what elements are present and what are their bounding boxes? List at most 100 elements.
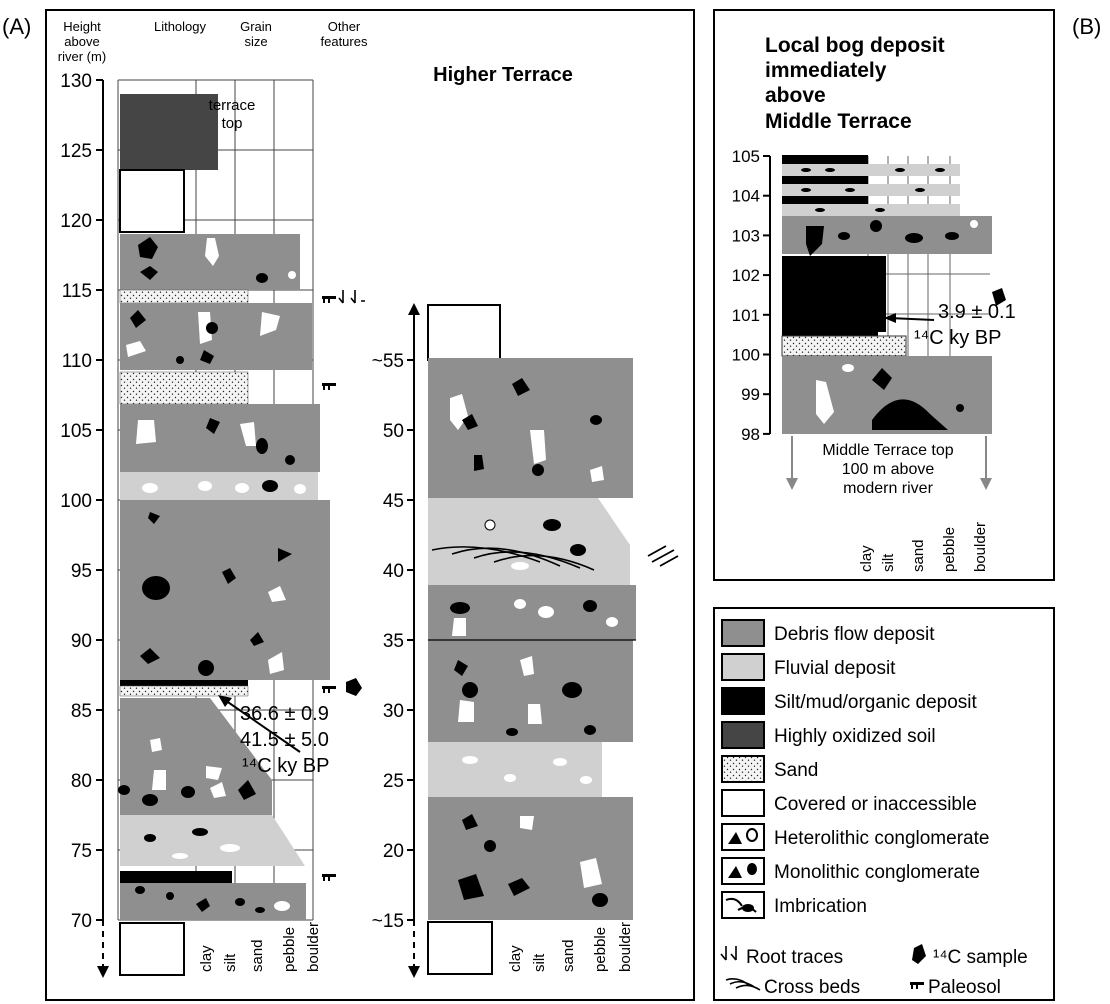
layer-sand-3 xyxy=(119,685,249,697)
layer-silt-2 xyxy=(120,871,232,883)
left-tick-label: 95 xyxy=(71,561,92,582)
panel-b-note-3: modern river xyxy=(843,480,933,497)
left-tick-label: 120 xyxy=(60,211,92,232)
layer-silt-1 xyxy=(120,680,248,686)
grain-label-pebble: pebble xyxy=(281,927,298,972)
left-clasts xyxy=(118,237,306,913)
layer-covered-top xyxy=(119,169,185,233)
panel-b-note-2: 100 m above xyxy=(842,461,935,478)
heterolithic-clast-icon xyxy=(728,832,742,844)
left-tick-label: 115 xyxy=(62,281,92,302)
right-tick-label: 30 xyxy=(383,701,404,722)
grain-label-clay: clay xyxy=(198,945,215,972)
right-tick-label: 50 xyxy=(383,421,404,442)
right-clasts xyxy=(450,378,618,907)
panel-b-clasts xyxy=(801,168,978,430)
right-tick-label: 20 xyxy=(383,841,404,862)
legend-label: Highly oxidized soil xyxy=(774,726,936,747)
legend-swatch-imbrication-icon xyxy=(721,891,765,919)
legend-item-sand: Sand xyxy=(721,755,818,783)
panel-b-title-1: Local bog deposit xyxy=(765,34,945,57)
panel-b-title-3: above xyxy=(765,84,826,107)
right-layer-fluvial-1 xyxy=(428,498,630,585)
header-lithology: Lithology xyxy=(154,19,207,34)
grain-label-sand: sand xyxy=(249,939,266,972)
left-axis-arrow-icon xyxy=(97,966,109,978)
terrace-top-label-2: top xyxy=(222,115,243,132)
c14-sample-icon-86 xyxy=(346,678,362,696)
left-tick-label: 100 xyxy=(60,491,92,512)
panel-a-frame xyxy=(45,9,695,1001)
right-layer-debris-3 xyxy=(428,640,633,742)
legend-symbols: Root traces ¹⁴C sample Cross beds Paleos… xyxy=(720,944,1028,998)
date-arrow-b-head-icon xyxy=(884,313,896,323)
legend-swatch-silt xyxy=(721,687,765,715)
legend-swatch-debris xyxy=(721,619,765,647)
paleosol-icon-115 xyxy=(322,296,336,303)
panel-b-layers xyxy=(781,155,992,434)
panel-b-frame xyxy=(713,9,1055,581)
layer-sand-1 xyxy=(119,289,249,304)
b-tick-label: 102 xyxy=(732,266,760,285)
b-tick-label: 105 xyxy=(732,147,760,166)
legend-label: Monolithic conglomerate xyxy=(774,862,980,883)
header-height-1: Height xyxy=(63,19,101,34)
panel-b-note-1: Middle Terrace top xyxy=(822,442,953,459)
legend-label: Debris flow deposit xyxy=(774,624,935,645)
left-tick-label: 85 xyxy=(71,701,92,722)
left-tick-label: 125 xyxy=(60,141,92,162)
legend-label: Heterolithic conglomerate xyxy=(774,828,989,849)
panel-a-subtitle: Higher Terrace xyxy=(433,64,573,86)
monolithic-clast-icon xyxy=(728,866,742,878)
left-tick-label: 80 xyxy=(71,771,92,792)
layer-debris-2 xyxy=(120,303,312,370)
right-layer-fluvial-2 xyxy=(428,742,602,797)
b-tick-label: 101 xyxy=(732,306,760,325)
left-tick-label: 70 xyxy=(71,911,92,932)
date-left-1: 36.6 ± 0.9 xyxy=(240,703,329,725)
header-other-2: features xyxy=(321,34,368,49)
legend-label: Sand xyxy=(774,760,818,781)
panel-a-headers: Height above river (m) Lithology Grain s… xyxy=(58,19,368,64)
grain-label-boulder: boulder xyxy=(305,922,322,972)
b-tick-label: 100 xyxy=(732,346,760,365)
date-b-2: ¹⁴C ky BP xyxy=(914,327,1002,349)
root-traces-icon xyxy=(720,946,737,961)
grain-label-silt: silt xyxy=(531,953,548,972)
legend-symbol-root-traces: Root traces xyxy=(746,947,843,968)
legend-symbol-paleosol: Paleosol xyxy=(928,977,1001,998)
legend-label: Covered or inaccessible xyxy=(774,794,977,815)
legend-symbol-c14-sample: ¹⁴C sample xyxy=(933,947,1028,968)
legend-item-debris: Debris flow deposit xyxy=(721,619,935,647)
b-grain-label-clay: clay xyxy=(858,545,875,572)
panel-b-title-4: Middle Terrace xyxy=(765,110,912,133)
root-traces-icon-115 xyxy=(338,290,365,304)
header-grain-1: Grain xyxy=(240,19,272,34)
legend-label: Imbrication xyxy=(774,896,867,917)
legend-item-imbrication-icon: Imbrication xyxy=(721,891,867,919)
date-arrow-left-head-icon xyxy=(218,695,232,707)
grain-label-boulder: boulder xyxy=(617,922,634,972)
legend-item-covered: Covered or inaccessible xyxy=(721,789,977,817)
legend-swatch-sand xyxy=(721,755,765,783)
layer-covered-bottom xyxy=(119,922,185,976)
b-tick-label: 99 xyxy=(741,385,760,404)
right-layer-covered-bottom xyxy=(427,921,493,975)
cross-beds-icon-right-column xyxy=(431,546,595,571)
panel-label-a: (A) xyxy=(2,14,31,39)
left-tick-label: 130 xyxy=(60,71,92,92)
paleosol-icon xyxy=(910,982,924,989)
b-tick-label: 104 xyxy=(732,187,760,206)
b-tick-label: 103 xyxy=(732,226,760,245)
header-height-3: river (m) xyxy=(58,49,106,64)
heterolithic-clast-icon-2 xyxy=(746,828,758,842)
panel-b-title-2: immediately xyxy=(765,59,887,82)
left-column-layers xyxy=(119,94,330,976)
header-height-2: above xyxy=(64,34,99,49)
layer-fluvial-2 xyxy=(120,815,305,866)
date-arrow-left xyxy=(221,697,301,753)
